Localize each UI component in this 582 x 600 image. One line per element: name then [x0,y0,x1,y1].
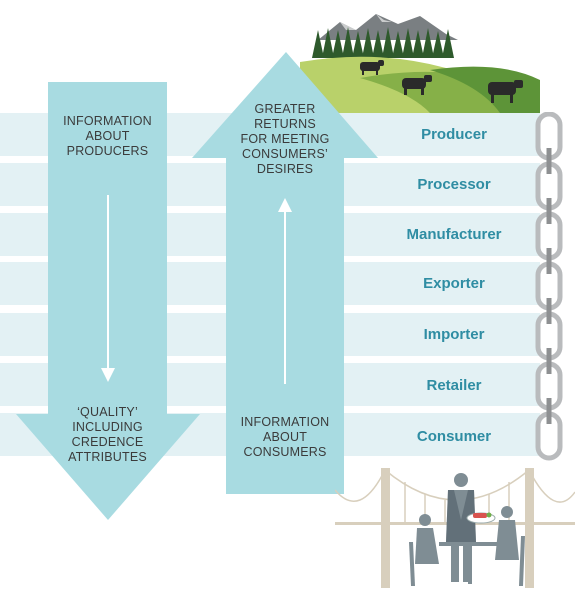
stage-exporter: Exporter [423,275,485,292]
producer-info-line-2: ABOUT [85,129,130,143]
quality-line-1: ‘QUALITY’ [77,405,138,419]
consumer-info-line-2: ABOUT [262,430,308,444]
producer-info-line-1: INFORMATION [63,114,152,128]
stage-producer: Producer [421,126,487,143]
farm-landscape-icon [300,14,540,113]
quality-line-3: CREDENCE [71,435,144,449]
consumer-info-line-1: INFORMATION [240,415,330,429]
quality-line-4: ATTRIBUTES [68,450,147,464]
quality-text: ‘QUALITY’ INCLUDING CREDENCE ATTRIBUTES [40,405,175,465]
stage-consumer: Consumer [416,428,492,445]
chain-icon [535,112,563,461]
returns-line-5: DESIRES [256,162,314,176]
returns-line-3: FOR MEETING [240,132,330,146]
stage-processor: Processor [417,176,491,193]
returns-line-4: CONSUMERS’ [241,147,329,161]
returns-line-2: RETURNS [254,117,316,131]
producer-info-text: INFORMATION ABOUT PRODUCERS [48,114,167,159]
stage-importer: Importer [423,326,485,343]
stage-retailer: Retailer [426,377,482,394]
restaurant-scene-icon [335,468,575,588]
producer-info-line-3: PRODUCERS [66,144,149,158]
quality-line-2: INCLUDING [72,420,143,434]
stage-manufacturer: Manufacturer [406,226,502,243]
greater-returns-text: GREATER RETURNS FOR MEETING CONSUMERS’ D… [226,102,344,177]
consumer-info-text: INFORMATION ABOUT CONSUMERS [226,415,344,460]
returns-line-1: GREATER [254,102,316,116]
consumer-info-line-3: CONSUMERS [243,445,327,459]
